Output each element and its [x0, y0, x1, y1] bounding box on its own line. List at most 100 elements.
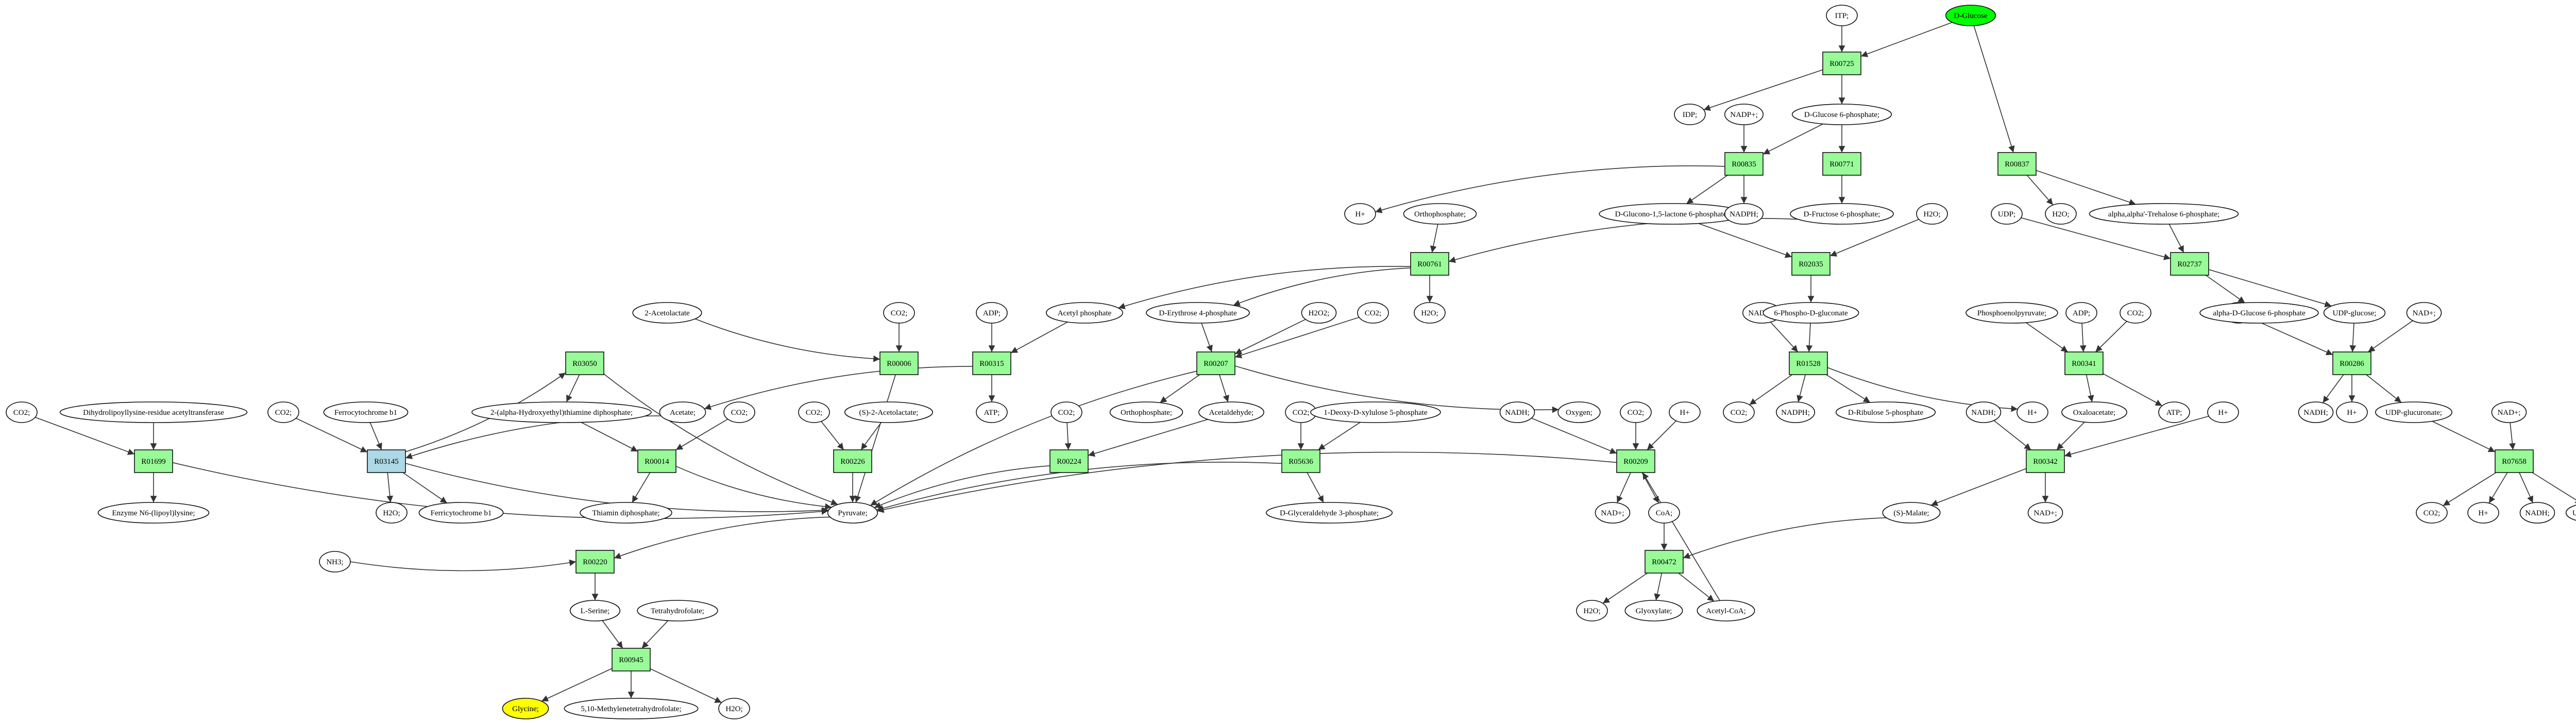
- edge-h2o2-to-r00207: [1234, 318, 1306, 355]
- compound-node-nadph_a: NADPH;: [1724, 203, 1764, 225]
- edge-r00286-to-nadh_c: [2322, 374, 2344, 403]
- node-shape: [2323, 302, 2386, 324]
- node-shape: [367, 449, 406, 473]
- compound-node-trehalose: alpha,alpha'-Trehalose 6-phosphate;: [2089, 203, 2239, 225]
- node-shape: [1762, 302, 1859, 324]
- compound-node-hplus_d: H+: [2207, 401, 2239, 423]
- compound-node-s2acetolactate: (S)-2-Acetolactate;: [844, 401, 934, 423]
- node-label: D-Glucose 6-phosphate;: [1804, 111, 1879, 119]
- node-shape: [2336, 401, 2368, 423]
- compound-node-acetylcoa: Acetyl-CoA;: [1697, 600, 1755, 621]
- node-shape: [1301, 302, 1337, 324]
- node-label: H2O;: [725, 705, 742, 713]
- node-shape: [1403, 203, 1477, 225]
- node-label: D-Erythrose 4-phosphate: [1159, 309, 1237, 317]
- node-label: ITP;: [1835, 12, 1849, 20]
- node-label: H2O;: [2052, 210, 2069, 218]
- edge-ferrocyt-to-r03145: [369, 422, 382, 450]
- compound-node-methylene: 5,10-Methylenetetrahydrofolate;: [564, 698, 699, 719]
- node-label: NADH;: [1971, 409, 1996, 417]
- edge-r07658-to-udpara: [2532, 472, 2576, 504]
- compound-node-g6p: D-Glucose 6-phosphate;: [1791, 104, 1892, 125]
- compound-node-co2_c: CO2;: [2120, 302, 2151, 324]
- node-label: R02737: [2177, 260, 2202, 268]
- node-shape: [637, 600, 718, 621]
- compound-node-h2o_b: H2O;: [2045, 203, 2077, 225]
- node-label: Acetaldehyde;: [1209, 409, 1254, 417]
- reaction-node-r00835: R00835: [1724, 152, 1764, 176]
- node-shape: [1595, 502, 1631, 524]
- edge-r03145-to-h2o_e: [386, 472, 394, 503]
- node-label: R00220: [583, 558, 607, 566]
- node-label: Oxygen;: [1566, 409, 1592, 417]
- node-shape: [659, 401, 706, 423]
- compound-node-enzyme: Enzyme N6-(lipoyl)lysine;: [97, 502, 210, 524]
- edge-oxaloacetate-to-r00342: [2056, 422, 2085, 450]
- node-label: R00286: [2340, 360, 2364, 368]
- node-label: R00472: [1652, 558, 1676, 566]
- node-shape: [1576, 600, 1608, 621]
- compound-node-coa: CoA;: [1648, 502, 1680, 524]
- node-label: H2O2;: [1309, 309, 1330, 317]
- compound-node-nh3: NH3;: [319, 551, 351, 573]
- node-label: NADP+;: [1730, 111, 1757, 119]
- edge-s2acetolactate-to-r00226: [860, 422, 882, 450]
- node-shape: [97, 502, 210, 524]
- node-label: R00342: [2033, 458, 2058, 466]
- node-label: R05636: [1289, 458, 1313, 466]
- edge-udpglc-to-r00286: [2349, 323, 2357, 352]
- node-shape: [2065, 302, 2097, 324]
- compound-node-atp_a: ATP;: [976, 401, 1008, 423]
- compound-node-g3p: D-Glyceraldehyde 3-phosphate;: [1265, 502, 1393, 524]
- edge-e4p-to-r00207: [1201, 323, 1213, 352]
- node-shape: [2519, 502, 2555, 524]
- node-label: H2O;: [383, 509, 400, 517]
- node-shape: [1196, 351, 1235, 375]
- node-label: Pyruvate;: [838, 509, 868, 517]
- compound-node-co2_f: CO2;: [723, 401, 755, 423]
- edge-r00286-to-udpglcur: [2366, 374, 2402, 403]
- edge-r03145-to-ferricyt: [402, 472, 448, 503]
- edge-r03050-to-hydroxyethyl: [566, 374, 580, 402]
- edge-acetolactate-to-r00006: [694, 318, 880, 362]
- edge-hplus_d-to-r00342: [2064, 415, 2209, 458]
- node-shape: [879, 351, 919, 375]
- node-shape: [2026, 449, 2065, 473]
- edge-h2o_a-to-r02035: [1829, 218, 1919, 257]
- edge-r00006-to-pyruvate: [854, 374, 896, 503]
- node-label: ATP;: [2166, 409, 2182, 417]
- edge-h2o_d-to-r00286: [2251, 318, 2333, 356]
- edge-udp_a-to-r02737: [2021, 217, 2171, 260]
- node-label: R00224: [1057, 458, 1081, 466]
- node-shape: [1046, 302, 1124, 324]
- reaction-node-r00220: R00220: [575, 550, 615, 574]
- edge-r00472-to-h2o_f: [1602, 573, 1648, 604]
- edge-nad_a-to-r00286: [2367, 320, 2413, 352]
- edge-orthophos_a-to-r00761: [1430, 224, 1438, 253]
- reaction-node-r03050: R03050: [565, 351, 604, 375]
- node-shape: [134, 449, 173, 473]
- compound-node-co2_j: CO2;: [1620, 401, 1652, 423]
- compound-node-co2_b: CO2;: [1357, 302, 1389, 324]
- node-shape: [2027, 502, 2063, 524]
- node-label: R00209: [1623, 458, 1648, 466]
- node-label: Acetyl-CoA;: [1706, 607, 1745, 615]
- node-label: CO2;: [275, 409, 292, 417]
- node-label: CO2;: [1058, 409, 1075, 417]
- node-shape: [2332, 351, 2371, 375]
- node-label: UDP;: [1998, 210, 2015, 218]
- node-label: CO2;: [806, 409, 823, 417]
- node-shape: [972, 351, 1011, 375]
- node-shape: [1265, 502, 1393, 524]
- edge-smalate-to-r00472: [1683, 517, 1887, 559]
- node-label: Thiamin diphosphate;: [592, 509, 659, 517]
- reaction-node-r00472: R00472: [1645, 550, 1684, 574]
- edge-pep-to-r00341: [2025, 322, 2069, 352]
- edge-trehalose-to-r02737: [2168, 224, 2184, 253]
- node-shape: [1724, 203, 1764, 225]
- node-shape: [2375, 401, 2452, 423]
- node-label: 1-Deoxy-D-xylulose 5-phosphate: [1324, 409, 1428, 417]
- node-shape: [2467, 502, 2499, 524]
